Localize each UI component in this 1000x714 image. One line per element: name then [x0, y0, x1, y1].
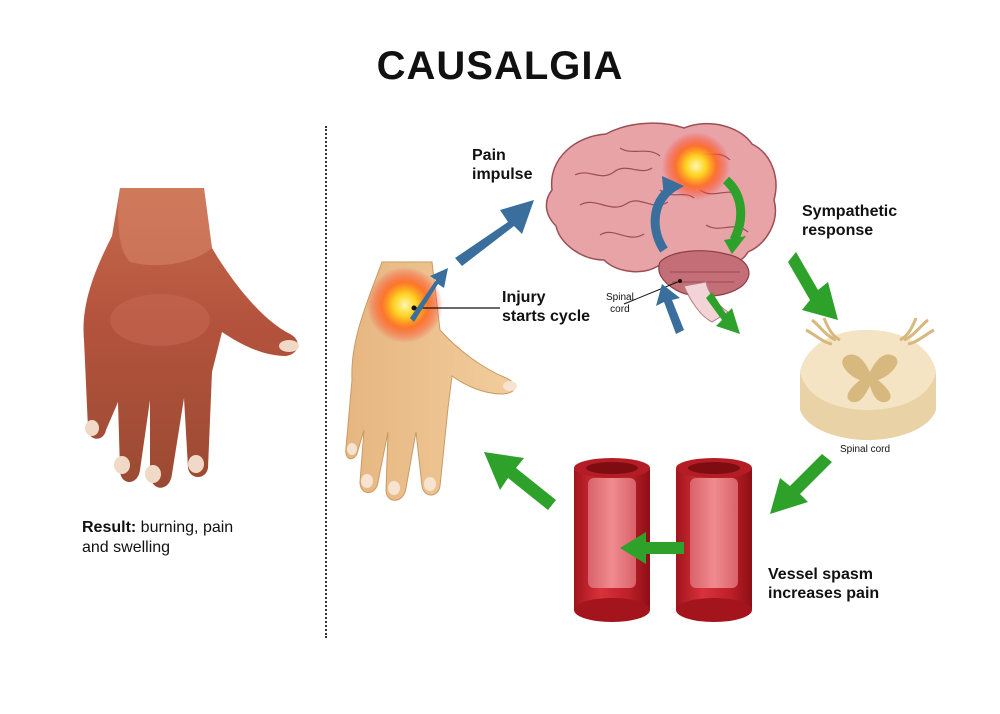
green-arrow-vessel-spasm — [620, 532, 684, 564]
blood-vessel-right — [676, 458, 752, 622]
injury-label: Injury starts cycle — [502, 288, 590, 326]
brain — [545, 122, 777, 323]
inflamed-hand — [83, 188, 299, 488]
blue-arrow-up — [656, 284, 684, 334]
spinal-cord-brain-line2: cord — [610, 304, 630, 315]
injury-line2: starts cycle — [502, 308, 591, 325]
vessel-line1: Vessel spasm — [768, 566, 873, 583]
pain-impulse-line2: impulse — [472, 166, 533, 183]
injury-glow — [367, 267, 443, 343]
normal-hand — [345, 261, 517, 501]
vessel-spasm-label: Vessel spasm increases pain — [768, 565, 879, 603]
result-bold: Result: — [82, 519, 137, 536]
pain-impulse-line1: Pain — [472, 147, 506, 164]
result-line1-text: burning, pain — [136, 519, 234, 536]
vessel-line2: increases pain — [768, 585, 880, 602]
result-line2: and swelling — [82, 539, 171, 556]
green-arrow-sympathetic — [788, 252, 838, 320]
spinal-cord-section-label: Spinal cord — [840, 444, 891, 455]
blue-arrow-pain-impulse — [455, 200, 534, 266]
result-line1: Result: burning, pain — [82, 518, 233, 538]
green-arrow-down-brain — [706, 292, 740, 334]
pain-impulse-label: Pain impulse — [472, 146, 532, 184]
sympathetic-line2: response — [802, 222, 874, 239]
sympathetic-line1: Sympathetic — [802, 203, 898, 220]
blood-vessel-left — [574, 458, 650, 622]
spinal-cord-brain-line1: Spinal — [606, 292, 634, 303]
green-arrow-to-hand — [484, 452, 556, 510]
injury-line1: Injury — [502, 289, 546, 306]
result-caption: Result: burning, pain and swelling — [82, 518, 233, 558]
green-arc-arrow — [722, 176, 746, 243]
blue-arrow-small — [410, 268, 448, 322]
dotted-divider — [325, 126, 327, 638]
spinal-cord-section — [800, 317, 936, 440]
green-arrow-to-vessels — [770, 454, 832, 514]
brain-pain-glow — [662, 132, 730, 200]
diagram-title: CAUSALGIA — [376, 44, 624, 88]
spinal-cord-brain-label: Spinal cord — [606, 292, 634, 316]
sympathetic-response-label: Sympathetic response — [802, 202, 897, 240]
